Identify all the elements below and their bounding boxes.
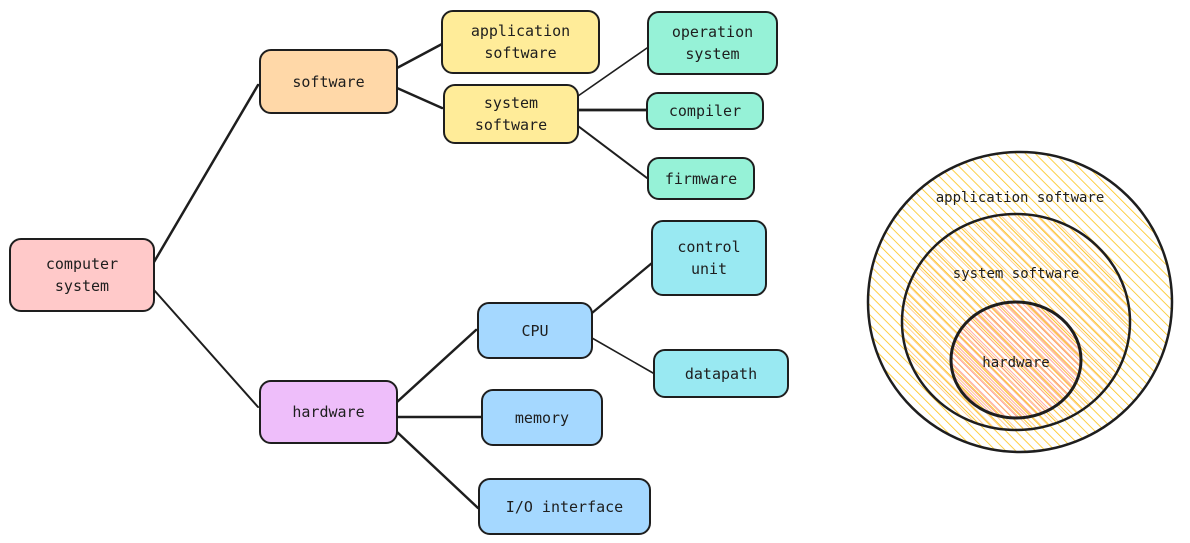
node-compiler[interactable]: compiler: [646, 92, 764, 130]
node-control-unit[interactable]: control unit: [651, 220, 767, 296]
layer-label-hardware: hardware: [982, 355, 1050, 371]
edge-system-firmware: [577, 125, 648, 179]
edge-software-application: [395, 42, 444, 70]
node-application-software[interactable]: application software: [441, 10, 600, 74]
node-software[interactable]: software: [259, 49, 398, 114]
node-firmware[interactable]: firmware: [647, 157, 755, 200]
node-hardware[interactable]: hardware: [259, 380, 398, 444]
node-computer-system[interactable]: computer system: [9, 238, 155, 312]
node-cpu[interactable]: CPU: [477, 302, 593, 359]
edge-hardware-io: [395, 430, 480, 510]
node-memory[interactable]: memory: [481, 389, 603, 446]
layer-label-system-software: system software: [952, 266, 1080, 282]
layer-inner-circle-overlay: [953, 304, 1079, 416]
edge-root-software: [152, 83, 260, 264]
edge-cpu-datapath: [591, 337, 654, 374]
node-system-software[interactable]: system software: [443, 84, 579, 144]
node-datapath[interactable]: datapath: [653, 349, 789, 398]
layer-label-application-software: application software: [935, 190, 1105, 206]
edge-system-operation: [577, 47, 648, 97]
edge-software-system: [395, 86, 444, 110]
edge-cpu-control: [590, 261, 654, 315]
node-io-interface[interactable]: I/O interface: [478, 478, 651, 535]
edge-root-hardware: [153, 289, 259, 408]
edge-hardware-cpu: [395, 328, 478, 404]
node-operation-system[interactable]: operation system: [647, 11, 778, 75]
